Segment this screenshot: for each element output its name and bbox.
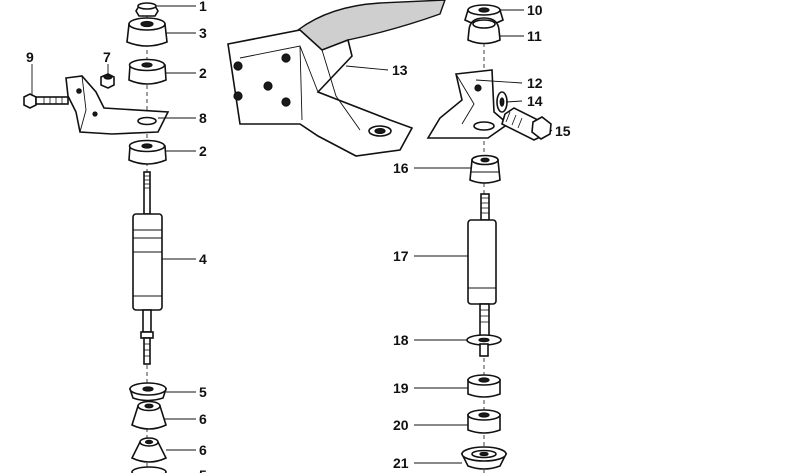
callout-3: 3 [199, 25, 207, 41]
callout-6-lower: 6 [199, 442, 207, 458]
part-8-bracket [65, 75, 170, 135]
part-13-body-bracket [227, 0, 446, 157]
part-20-rubber-ring [467, 409, 501, 434]
callout-2-lower: 2 [199, 143, 207, 159]
callout-labels: 1 3 2 9 7 8 2 4 5 6 6 5 13 10 11 12 14 1… [26, 0, 571, 473]
part-2-rubber-buffer-lower [128, 139, 167, 165]
part-2-rubber-buffer-upper [128, 58, 167, 85]
callout-2-upper: 2 [199, 65, 207, 81]
part-15-bolt [501, 107, 552, 141]
callout-10: 10 [527, 2, 543, 18]
part-5-cup-washer [128, 382, 168, 402]
callout-19: 19 [393, 380, 409, 396]
part-19-rubber-ring [467, 374, 501, 398]
callout-9: 9 [26, 49, 34, 65]
callout-8: 8 [199, 110, 207, 126]
callout-6-upper: 6 [199, 411, 207, 427]
part-18-flat-washer [466, 334, 502, 357]
right-mount-assembly [426, 4, 552, 473]
callout-16: 16 [393, 160, 409, 176]
part-11-rubber-bushing [467, 17, 501, 45]
part-3-rubber-bushing [126, 17, 168, 47]
part-16-rubber-bushing [469, 154, 501, 184]
callout-20: 20 [393, 417, 409, 433]
callout-5-upper: 5 [199, 384, 207, 400]
part-9-bolt [23, 93, 69, 109]
callout-12: 12 [527, 75, 543, 91]
part-6-rubber-cone-lower [130, 437, 168, 463]
part-7-nut [100, 73, 115, 89]
part-21-cup-washer [460, 446, 508, 470]
callout-4: 4 [199, 251, 207, 267]
part-1-nut [135, 2, 159, 17]
leader-lines [31, 5, 553, 464]
callout-17: 17 [393, 248, 409, 264]
callout-5-lower: 5 [199, 467, 207, 473]
callout-7: 7 [103, 49, 111, 65]
callout-21: 21 [393, 455, 409, 471]
callout-13: 13 [392, 62, 408, 78]
part-5-cup-washer-bottom [131, 466, 167, 473]
part-12-mounting-bracket [426, 69, 510, 139]
part-4-damper [132, 171, 163, 365]
part-17-damper [467, 193, 497, 337]
part-14-washer [496, 91, 508, 113]
callout-15: 15 [555, 123, 571, 139]
callout-18: 18 [393, 332, 409, 348]
left-mount-assembly [23, 2, 170, 473]
callout-1: 1 [199, 0, 207, 14]
callout-11: 11 [527, 28, 542, 44]
callout-14: 14 [527, 93, 543, 109]
part-6-rubber-cone-upper [131, 400, 167, 430]
